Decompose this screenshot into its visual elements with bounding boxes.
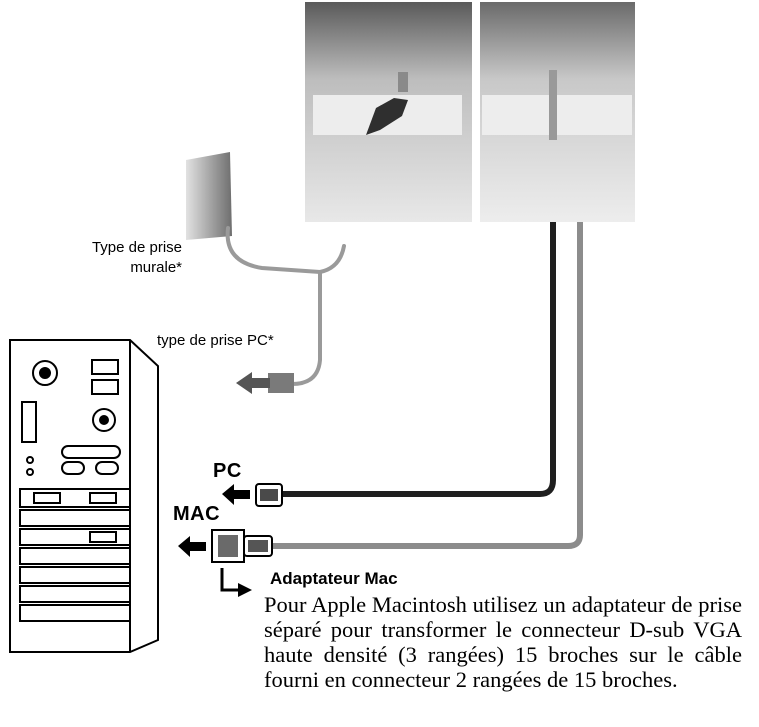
bent-arrow-head-icon [238,583,252,597]
mac-adapter-icon [211,529,273,563]
monitor-back-right [480,2,635,222]
pc-tower-back [9,339,159,653]
adapter-title: Adaptateur Mac [270,569,398,588]
wall-outlet-icon [186,152,232,240]
adapter-description: Pour Apple Macintosh utilisez un adaptat… [264,592,742,692]
monitor-back-left [305,2,472,222]
bent-arrow-icon [220,568,240,592]
pc-label: PC [213,460,242,482]
pc-outlet-label: type de prise PC* [157,332,274,349]
pc-arrow-icon [222,484,250,505]
wall-outlet-label: Type de prise murale* [91,239,182,276]
mac-label: MAC [173,503,221,525]
mac-arrow-icon [178,536,206,557]
signal-cable-mac [270,222,583,549]
power-plug-connector [268,373,294,393]
vga-connector-pc [255,483,283,507]
signal-cable-pc [280,222,556,497]
power-cable [225,226,346,386]
power-arrow-icon [236,372,270,394]
